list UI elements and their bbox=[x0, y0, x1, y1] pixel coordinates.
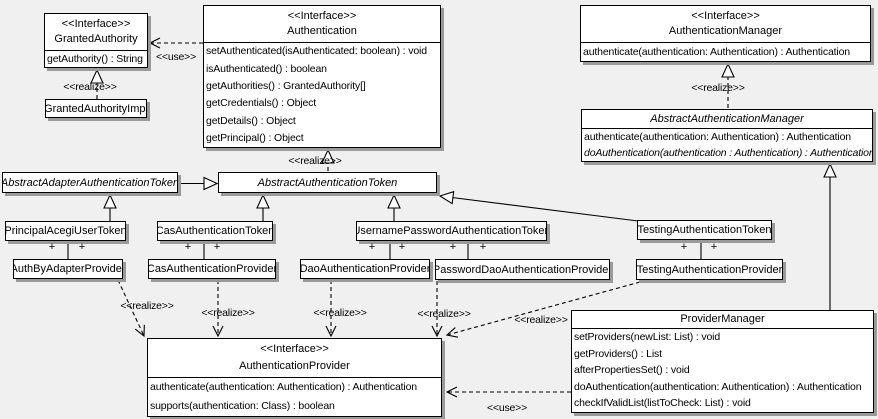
realize-label: <<realize>> bbox=[63, 81, 117, 93]
realize-label: <<realize>> bbox=[120, 300, 174, 312]
class-provider-manager[interactable]: ProviderManager setProviders(newList: Li… bbox=[571, 310, 874, 413]
class-username-password-authentication-token[interactable]: UsernamePasswordAuthenticationToken bbox=[356, 221, 547, 241]
class-name: AbstractAdapterAuthenticationToken bbox=[3, 176, 177, 189]
class-cas-authentication-provider[interactable]: CasAuthenticationProvider bbox=[148, 259, 276, 279]
realize-label: <<realize>> bbox=[201, 307, 255, 319]
class-abstract-adapter-authentication-token[interactable]: AbstractAdapterAuthenticationToken bbox=[2, 172, 178, 193]
method: getProviders() : List bbox=[574, 348, 662, 360]
method: authenticate(authentication: Authenticat… bbox=[583, 46, 850, 58]
class-granted-authority-impl[interactable]: GrantedAuthorityImpl bbox=[45, 99, 147, 118]
class-principal-acegi-user-token[interactable]: PrincipalAcegiUserToken bbox=[5, 221, 126, 241]
method: getCredentials() : Object bbox=[206, 98, 317, 109]
class-name: CasAuthenticationProvider bbox=[149, 263, 275, 275]
class-header: <<Interface>> AuthenticationProvider bbox=[148, 339, 441, 378]
method: doAuthentication(authentication : Authen… bbox=[584, 147, 872, 159]
realize-authbyadapterprovider bbox=[117, 279, 145, 338]
class-dao-authentication-provider[interactable]: DaoAuthenticationProvider bbox=[300, 259, 430, 279]
realize-label: <<realize>> bbox=[514, 314, 568, 326]
stereotype-label: <<Interface>> bbox=[260, 343, 329, 356]
generalization-testing-token bbox=[438, 190, 639, 222]
method: afterPropertiesSet() : void bbox=[574, 365, 690, 376]
class-header: ProviderManager bbox=[572, 311, 873, 329]
realize-label: <<realize>> bbox=[691, 82, 745, 94]
association-end-label: + bbox=[48, 241, 56, 253]
method: authenticate(authentication: Authenticat… bbox=[584, 131, 851, 143]
association-end-label: + bbox=[710, 241, 718, 253]
class-name: AuthByAdapterProvider bbox=[14, 263, 122, 275]
method: checkIfValidList(listToCheck: List) : vo… bbox=[574, 398, 751, 409]
class-name: AuthenticationProvider bbox=[239, 359, 350, 372]
class-header: <<Interface>> AuthenticationManager bbox=[581, 6, 870, 43]
class-testing-authentication-token[interactable]: TestingAuthenticationToken bbox=[637, 220, 772, 240]
realize-label: <<realize>> bbox=[417, 308, 471, 320]
stereotype-label: <<Interface>> bbox=[691, 9, 760, 22]
class-authentication-provider[interactable]: <<Interface>> AuthenticationProvider aut… bbox=[147, 338, 442, 417]
use-label: <<use>> bbox=[486, 402, 528, 414]
realize-testingprovider bbox=[445, 281, 641, 338]
method: isAuthenticated() : boolean bbox=[206, 63, 327, 75]
class-name: UsernamePasswordAuthenticationToken bbox=[357, 225, 546, 237]
association-end-label: + bbox=[398, 241, 406, 253]
association-end-label: + bbox=[479, 241, 487, 253]
class-authentication[interactable]: <<Interface>> Authentication setAuthenti… bbox=[203, 5, 441, 148]
realize-label: <<realize>> bbox=[313, 307, 367, 319]
association-end-label: + bbox=[680, 241, 688, 253]
method: setProviders(newList: List) : void bbox=[574, 332, 721, 343]
realize-label: <<realize>> bbox=[288, 155, 342, 167]
class-auth-by-adapter-provider[interactable]: AuthByAdapterProvider bbox=[13, 259, 123, 279]
class-abstract-authentication-token[interactable]: AbstractAuthenticationToken bbox=[218, 172, 437, 193]
method: getAuthority() : String bbox=[47, 53, 143, 65]
class-name: PrincipalAcegiUserToken bbox=[6, 225, 125, 237]
class-header: AbstractAuthenticationManager bbox=[582, 110, 872, 129]
class-header: <<Interface>> Authentication bbox=[204, 6, 440, 43]
class-granted-authority[interactable]: <<Interface>> GrantedAuthority getAuthor… bbox=[44, 13, 148, 68]
stereotype-label: <<Interface>> bbox=[61, 17, 131, 30]
method: getDetails() : Object bbox=[206, 115, 296, 127]
class-authentication-manager[interactable]: <<Interface>> AuthenticationManager auth… bbox=[580, 5, 871, 62]
association-end-label: + bbox=[213, 241, 221, 253]
method: doAuthentication(authentication: Authent… bbox=[574, 381, 862, 393]
method: getAuthorities() : GrantedAuthority[] bbox=[206, 81, 366, 92]
class-name: GrantedAuthority bbox=[54, 33, 138, 46]
class-name: TestingAuthenticationToken bbox=[638, 224, 771, 236]
class-name: ProviderManager bbox=[680, 313, 765, 325]
method: getPrincipal() : Object bbox=[206, 133, 304, 144]
class-name: Authentication bbox=[287, 25, 357, 38]
class-name: TestingAuthenticationProvider bbox=[637, 263, 782, 276]
association-end-label: + bbox=[184, 241, 192, 253]
class-name: DaoAuthenticationProvider bbox=[301, 263, 429, 275]
class-cas-authentication-token[interactable]: CasAuthenticationToken bbox=[157, 221, 273, 241]
use-label: <<use>> bbox=[155, 51, 197, 63]
class-password-dao-authentication-provider[interactable]: PasswordDaoAuthenticationProvider bbox=[435, 259, 610, 280]
stereotype-label: <<Interface>> bbox=[287, 9, 357, 22]
association-end-label: + bbox=[368, 241, 376, 253]
class-name: GrantedAuthorityImpl bbox=[46, 102, 146, 115]
association-end-label: + bbox=[78, 241, 86, 253]
method: authenticate(authentication: Authenticat… bbox=[150, 382, 417, 393]
class-name: PasswordDaoAuthenticationProvider bbox=[436, 263, 609, 276]
class-name: AuthenticationManager bbox=[668, 25, 783, 38]
class-abstract-authentication-manager[interactable]: AbstractAuthenticationManager authentica… bbox=[581, 109, 873, 162]
association-end-label: + bbox=[449, 241, 457, 253]
class-testing-authentication-provider[interactable]: TestingAuthenticationProvider bbox=[636, 259, 783, 280]
class-header: <<Interface>> GrantedAuthority bbox=[45, 14, 147, 51]
class-name: CasAuthenticationToken bbox=[158, 225, 272, 237]
method: supports(authentication: Class) : boolea… bbox=[150, 401, 335, 412]
class-name: AbstractAuthenticationToken bbox=[257, 176, 398, 189]
class-name: AbstractAuthenticationManager bbox=[650, 112, 804, 125]
method: setAuthenticated(isAuthenticated: boolea… bbox=[206, 46, 427, 57]
